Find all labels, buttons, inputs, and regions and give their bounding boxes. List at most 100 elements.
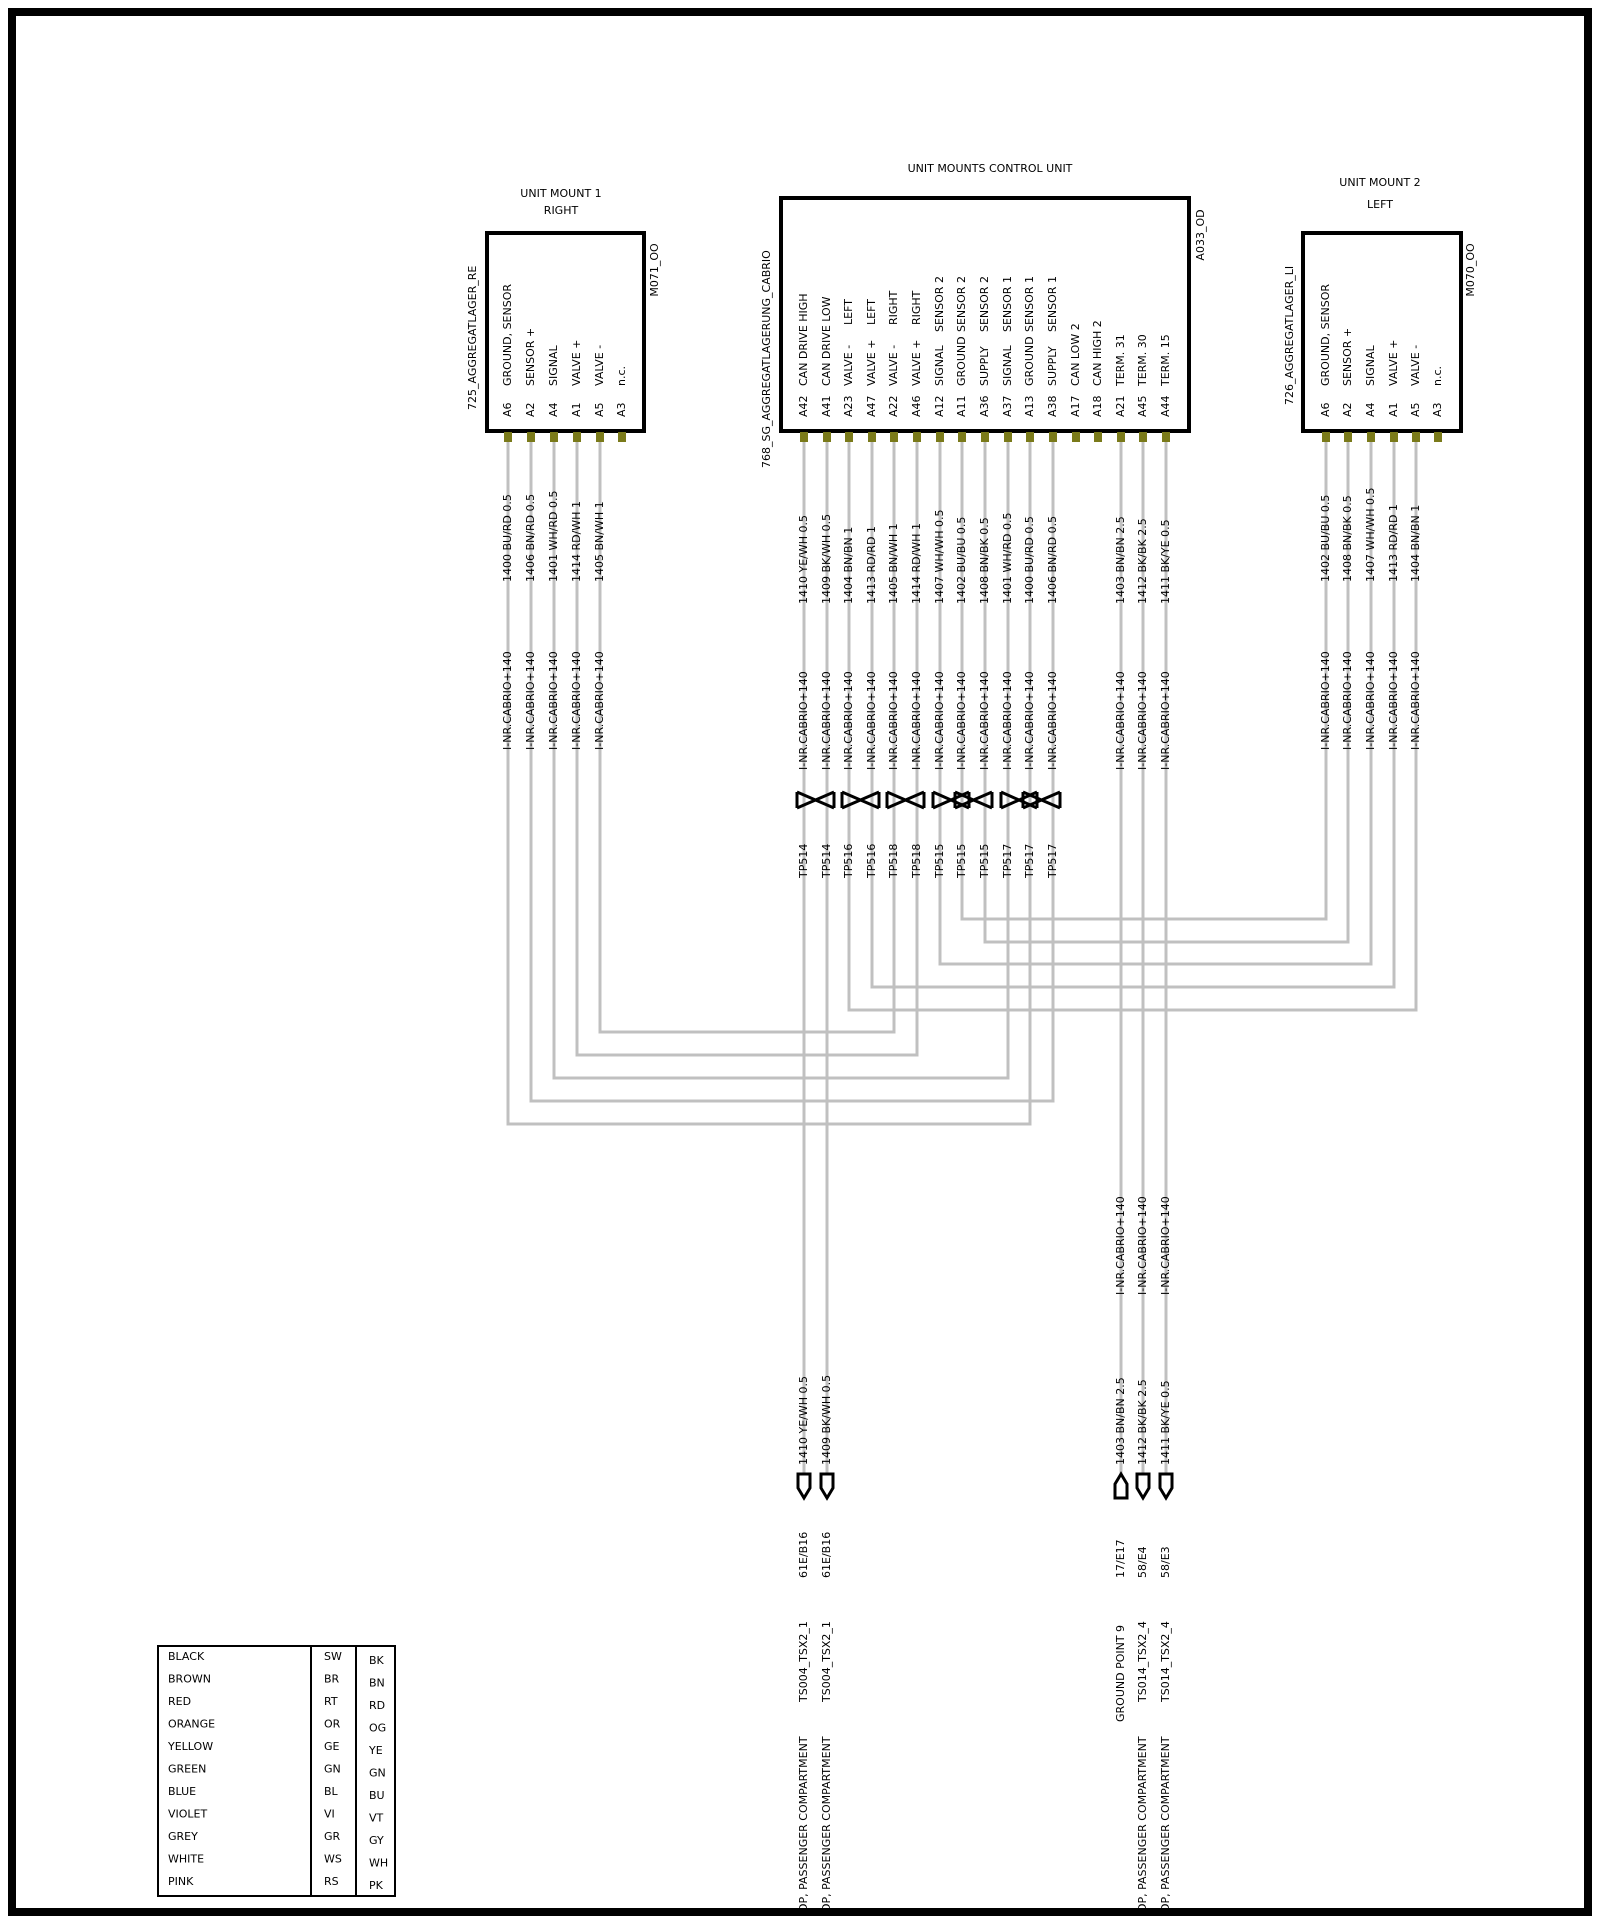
pin-number: A1: [1387, 402, 1400, 417]
pin-function: SIGNAL: [1001, 344, 1014, 386]
pin-number: A2: [1341, 402, 1354, 417]
twisted-pair-label: TP517: [1046, 844, 1059, 879]
pin-terminal: [1049, 432, 1057, 442]
harness-label: I-NR.CABRIO+140: [820, 671, 833, 770]
legend-code-de: BL: [324, 1785, 339, 1798]
twisted-pair-marker: [795, 790, 836, 810]
pin-number: A17: [1069, 395, 1082, 417]
twisted-pair-marker: [1021, 790, 1062, 810]
twisted-pair-label: TP514: [797, 844, 810, 879]
pin-function: VALVE +: [570, 340, 583, 386]
pin-terminal: [823, 432, 831, 442]
output-splice: TS014_TSX2_4: [1159, 1621, 1172, 1703]
pin-terminal: [1117, 432, 1125, 442]
twisted-pair-marker: [885, 790, 926, 810]
output-code: 58/E3: [1159, 1546, 1172, 1578]
legend-color-name: BLACK: [168, 1650, 205, 1663]
pin-number: A3: [1431, 402, 1444, 417]
pin-terminal: [504, 432, 512, 442]
pin-function: SENSOR +: [524, 328, 537, 386]
wire-run: [938, 442, 1373, 966]
legend-color-name: BLUE: [168, 1785, 196, 1798]
wire-label: 1406 BN/RD 0.5: [1046, 516, 1059, 604]
legend-code-en: BU: [369, 1789, 385, 1802]
pin-terminal: [958, 432, 966, 442]
harness-label: I-NR.CABRIO+140: [1114, 671, 1127, 770]
pin-number: A2: [524, 402, 537, 417]
pin-function-2: SENSOR 1: [1023, 276, 1036, 332]
output-code: 58/E4: [1136, 1546, 1149, 1578]
output-splice: GROUND POINT 9: [1114, 1625, 1127, 1722]
harness-label: I-NR.CABRIO+140: [547, 651, 560, 750]
connector-center-code: A033_OD: [1194, 209, 1207, 260]
pin-terminal: [1139, 432, 1147, 442]
connector-right-header: RIGHT: [544, 204, 579, 217]
plug-connector-icon: [1158, 1472, 1174, 1501]
wire-label: 1403 BN/BN 2.5: [1114, 516, 1127, 604]
harness-label: I-NR.CABRIO+140: [501, 651, 514, 750]
pin-terminal: [550, 432, 558, 442]
wire-label: 1413 RD/RD 1: [865, 526, 878, 604]
pin-number: A1: [570, 402, 583, 417]
pin-terminal: [1004, 432, 1012, 442]
pin-number: A5: [593, 402, 606, 417]
twisted-pair-label: TP516: [865, 844, 878, 879]
legend-code-de: GR: [324, 1830, 341, 1843]
pin-function-2: SENSOR 1: [1001, 276, 1014, 332]
wire-label: 1413 RD/RD 1: [1387, 504, 1400, 582]
harness-label: I-NR.CABRIO+140: [955, 671, 968, 770]
output-code: 61E/B16: [820, 1532, 833, 1578]
pin-function: VALVE -: [842, 345, 855, 386]
harness-label: I-NR.CABRIO+140: [887, 671, 900, 770]
connectors-layer: [485, 196, 1463, 442]
pin-function: TERM. 30: [1136, 334, 1149, 387]
pin-number: A22: [887, 395, 900, 417]
legend-code-en: OG: [369, 1722, 386, 1735]
pin-function-2: SENSOR 1: [1046, 276, 1059, 332]
wire-label: 1409 BK/WH 0.5: [820, 514, 833, 604]
pin-function: GROUND: [955, 336, 968, 386]
ground-connector-icon: [1113, 1471, 1129, 1500]
wire-label: 1408 BN/BK 0.5: [1341, 495, 1354, 582]
wire-run: [870, 442, 1396, 989]
wire-label: 1402 BU/BU 0.5: [1319, 495, 1332, 582]
output-location: DP, PASSENGER COMPARTMENT: [797, 1736, 810, 1912]
pin-number: A12: [933, 395, 946, 417]
pin-function: VALVE +: [1387, 340, 1400, 386]
wire-label: 1401 WH/RD 0.5: [547, 491, 560, 582]
wire-label: 1402 BU/BU 0.5: [955, 517, 968, 604]
connector-right-name: 725_AGGREGATLAGER_RE: [466, 266, 479, 410]
pin-terminal: [573, 432, 581, 442]
twisted-pair-label: TP515: [955, 844, 968, 879]
harness-label: I-NR.CABRIO+140: [865, 671, 878, 770]
pin-number: A4: [547, 402, 560, 417]
output-location: DP, PASSENGER COMPARTMENT: [1136, 1736, 1149, 1912]
connector-left-code: M070_OO: [1464, 243, 1477, 297]
pin-terminal: [596, 432, 604, 442]
pin-function: SIGNAL: [933, 344, 946, 386]
harness-label: I-NR.CABRIO+140: [570, 651, 583, 750]
wire-run: [529, 442, 1055, 1103]
legend-code-de: WS: [324, 1853, 342, 1866]
wire-label: 1410 YE/WH 0.5: [797, 515, 810, 604]
pin-number: A36: [978, 395, 991, 417]
harness-label: I-NR.CABRIO+140: [1136, 671, 1149, 770]
harness-label: I-NR.CABRIO+140: [1114, 1196, 1127, 1295]
pin-number: A45: [1136, 395, 1149, 417]
harness-label: I-NR.CABRIO+140: [978, 671, 991, 770]
harness-label: I-NR.CABRIO+140: [1046, 671, 1059, 770]
pin-function-2: SENSOR 2: [955, 276, 968, 332]
wire-label: 1408 BN/BK 0.5: [978, 517, 991, 604]
wire-run: [506, 442, 1032, 1126]
pin-number: A6: [501, 402, 514, 417]
wire-label: 1411 BK/YE 0.5: [1159, 519, 1172, 604]
harness-label: I-NR.CABRIO+140: [1364, 651, 1377, 750]
pin-function: VALVE -: [1409, 345, 1422, 386]
twisted-pair-label: TP517: [1023, 844, 1036, 879]
pin-terminal: [1390, 432, 1398, 442]
pin-number: A23: [842, 395, 855, 417]
pin-function-2: SENSOR 2: [933, 276, 946, 332]
pin-function: GROUND, SENSOR: [1319, 284, 1332, 386]
pin-number: A4: [1364, 402, 1377, 417]
